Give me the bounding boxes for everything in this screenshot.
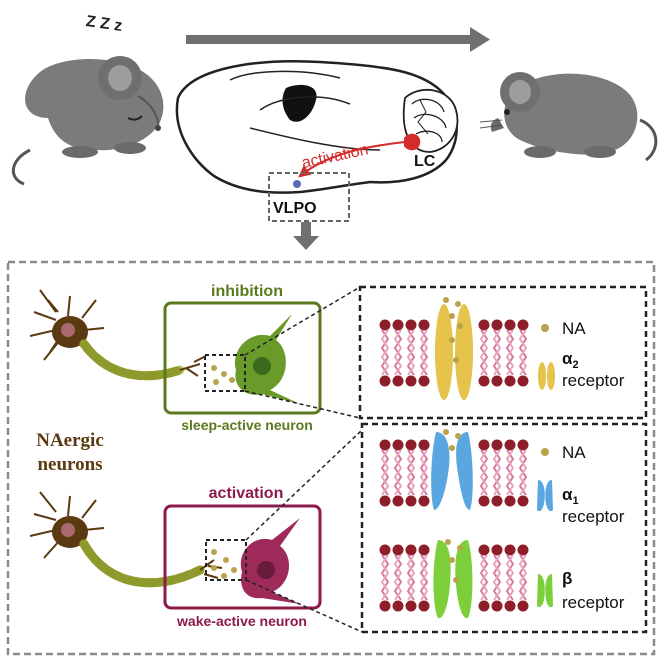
alpha2-receptor-word: receptor: [562, 371, 625, 390]
wake-neuron-box: [163, 504, 322, 610]
sleep-z-text: Z Z z: [85, 13, 123, 35]
sleep-neuron-label: sleep-active neuron: [181, 417, 313, 433]
sleeping-mouse-icon: [12, 56, 164, 186]
beta-symbol: β: [562, 569, 572, 588]
synapse-zoom-box-bottom: [205, 539, 247, 581]
zoom-connector-lines: [244, 286, 363, 633]
alpha1-receptor-icon: [431, 432, 473, 510]
panel-activation-label: activation: [209, 485, 284, 502]
beta-receptor-word: receptor: [562, 593, 625, 612]
awake-mouse-icon: [479, 72, 658, 162]
wake-active-neuron-icon: [240, 518, 300, 604]
alpha1-receptor-word: receptor: [562, 507, 625, 526]
na-molecules-alpha2: [443, 297, 463, 363]
inhibition-label: inhibition: [211, 283, 283, 300]
brain-sagittal-diagram: [175, 60, 459, 194]
vlpo-nucleus-icon: [293, 180, 301, 188]
beta-receptor-icon: [433, 540, 473, 619]
alpha2-legend-icon: [538, 362, 555, 390]
na-dots-bottom: [211, 549, 237, 579]
synapse-zoom-box-top: [204, 354, 246, 392]
alpha1-symbol: α1: [562, 485, 579, 507]
beta-legend-icon: [537, 574, 553, 608]
naergic-neuron-top-icon: [29, 289, 207, 381]
zoom-down-arrow-icon: [293, 222, 319, 250]
vlpo-label: VLPO: [273, 200, 317, 217]
neuron-panel-frame: [6, 260, 656, 656]
sleep-active-neuron-icon: [234, 314, 300, 404]
lc-to-vlpo-arrow-icon: [298, 141, 406, 178]
na-molecules-alpha1: [443, 429, 461, 451]
na-dots-top: [211, 365, 235, 385]
alpha1-legend-icon: [537, 480, 553, 512]
wake-neuron-label: wake-active neuron: [176, 613, 307, 629]
alpha2-symbol: α2: [562, 349, 579, 371]
na-legend-dot-alpha1: [541, 448, 549, 456]
naergic-neuron-bottom-icon: [29, 491, 223, 588]
na-molecules-beta: [445, 539, 463, 583]
naergic-label-line2: neurons: [37, 454, 102, 475]
sleep-neuron-box: [163, 301, 322, 415]
transition-arrow-icon: [186, 27, 490, 52]
na-legend-dot-alpha2: [541, 324, 549, 332]
lc-label: LC: [414, 153, 436, 170]
vlpo-zoom-box: [268, 172, 350, 222]
lc-nucleus-icon: [404, 133, 421, 151]
na-legend-label-alpha2: NA: [562, 319, 586, 338]
naergic-label-line1: NAergic: [36, 430, 104, 451]
receptor-panel-alpha2: [358, 285, 648, 420]
na-legend-label-alpha1: NA: [562, 443, 586, 462]
